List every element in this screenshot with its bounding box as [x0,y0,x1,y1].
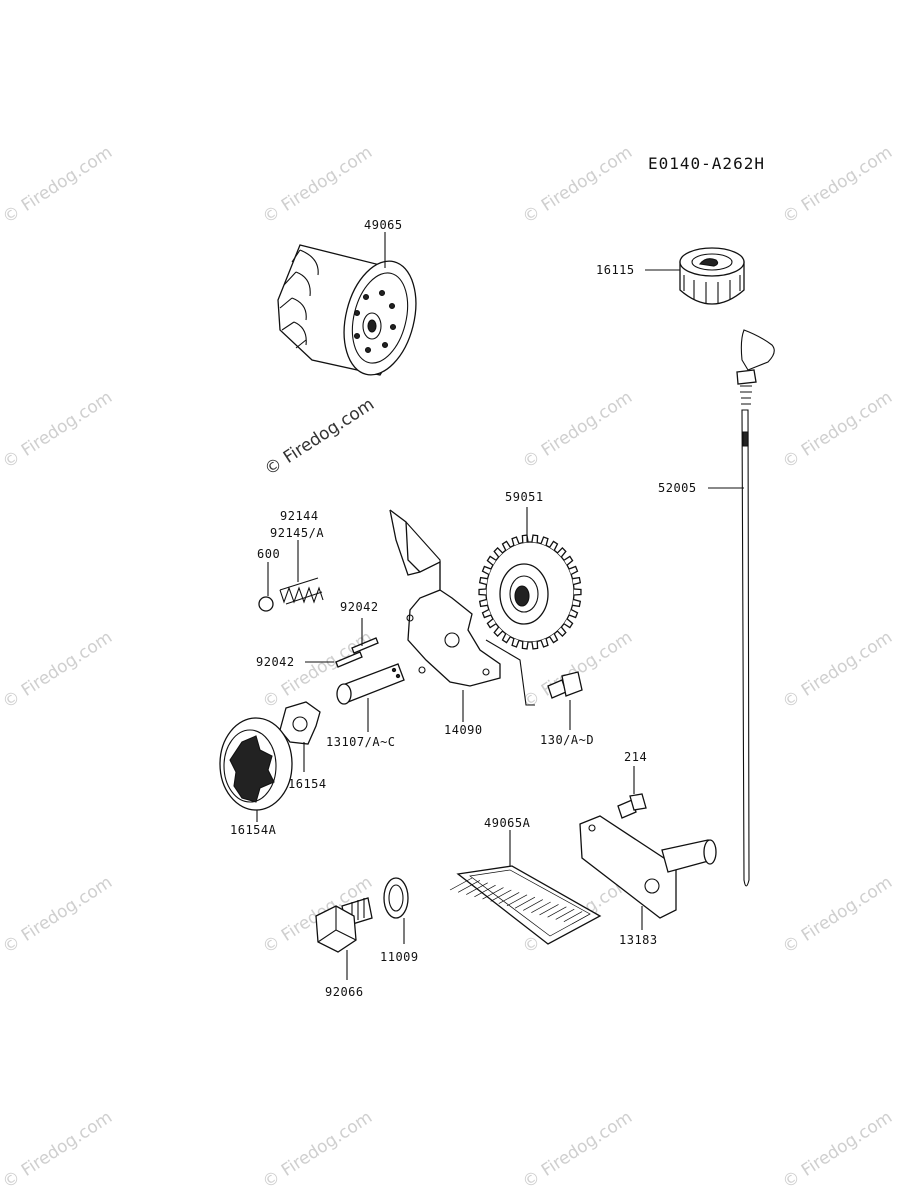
screw-drawing [617,766,647,819]
part-label-bracket: 13183 [619,933,658,947]
strainer-mesh-line [474,884,496,898]
gear-tooth [493,547,504,558]
gear-tooth [556,547,567,558]
part-label-outer-rotor: 16154A [230,823,277,837]
pump-cover-drawing [389,509,535,722]
strainer-mesh-line [571,913,591,925]
strainer-mesh-line [563,911,583,923]
rotors-drawing [219,701,321,822]
gear-tooth [511,638,520,648]
gear-tooth [563,555,574,566]
part-label-ball: 600 [257,547,281,561]
gear-tooth [531,534,539,543]
gear-tooth [563,618,574,629]
part-label-spring-alt: 92145/A [270,526,325,540]
gear-tooth [573,588,582,596]
part-label-shaft: 13107/A~C [326,735,396,749]
drain-plug-drawing [315,897,373,980]
gear-tooth [511,536,520,546]
strainer-mesh-line [457,880,481,893]
strainer-mesh-line [523,899,543,911]
strainer-mesh-line [555,908,575,920]
part-label-pin-left: 92042 [256,655,295,669]
gear-tooth [478,588,487,596]
part-label-bolt: 130/A~D [540,733,595,747]
bolt-drawing [547,671,583,730]
shaft-drawing [336,663,405,732]
bracket-drawing [579,815,717,930]
strainer-mesh-line [482,887,504,900]
gear-tooth [481,565,492,576]
gear-tooth [478,576,488,586]
part-label-gear: 59051 [505,490,544,504]
strainer-mesh-line [539,904,559,916]
part-label-inner-rotor: 16154 [288,777,327,791]
strainer-mesh-line [498,892,520,904]
washer-drawing [383,877,409,944]
strainer-mesh-line [547,906,567,918]
oil-cap-drawing [645,247,745,305]
pins-drawing [305,618,379,668]
strainer-mesh-line [466,882,488,895]
part-label-drain-plug: 92066 [325,985,364,999]
part-label-pump-cover: 14090 [444,723,483,737]
gear-tooth [556,626,567,637]
gear-drawing [478,507,582,650]
part-label-dipstick: 52005 [658,481,697,495]
part-label-pin-top: 92042 [340,600,379,614]
strainer-mesh-line [514,896,536,909]
oil-filter-drawing [277,232,417,376]
part-label-spring: 92144 [280,509,319,523]
strainer-drawing [449,830,602,945]
gear-tooth [568,565,579,576]
gear-tooth [572,576,582,586]
gear-tooth [501,633,511,644]
part-label-strainer: 49065A [484,816,531,830]
part-label-washer: 11009 [380,950,419,964]
part-label-screw: 214 [624,750,648,764]
gear-tooth [478,598,488,608]
part-label-oil-filter: 49065 [364,218,403,232]
strainer-mesh-line [531,901,551,913]
gear-tooth [540,638,549,648]
gear-tooth [493,626,504,637]
gear-tooth [549,540,559,551]
gear-tooth [572,598,582,608]
gear-tooth [568,608,579,619]
part-label-oil-cap: 16115 [596,263,635,277]
gear-tooth [531,641,539,650]
gear-tooth [549,633,559,644]
dipstick-drawing [708,329,775,887]
diagram-code: E0140-A262H [648,154,765,173]
strainer-mesh-line [449,877,473,891]
spring-ball-drawing [258,540,324,612]
strainer-mesh-line [506,894,528,907]
gear-tooth [540,536,549,546]
strainer-mesh-line [490,889,512,902]
gear-tooth [501,540,511,551]
gear-tooth [521,641,529,650]
gear-tooth [486,555,497,566]
gear-tooth [486,618,497,629]
gear-tooth [481,608,492,619]
